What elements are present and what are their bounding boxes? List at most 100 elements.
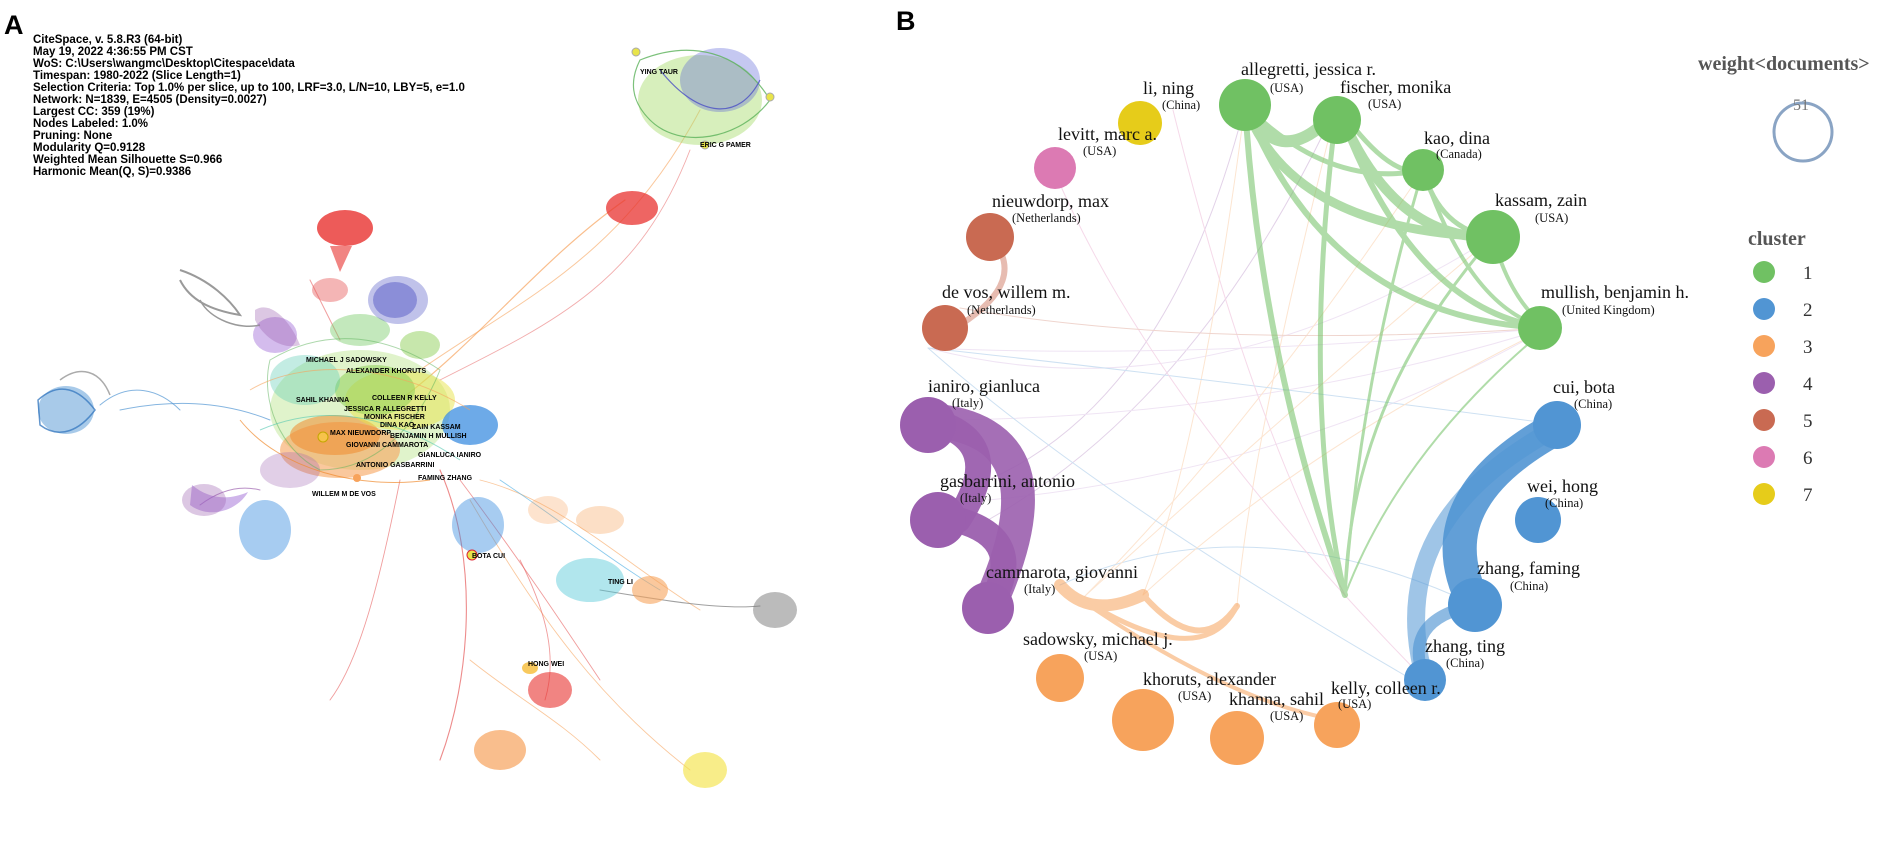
- red-cluster-upper-right: [606, 191, 658, 225]
- node-label: YING TAUR: [640, 69, 678, 76]
- panel-a-letter: A: [4, 10, 24, 40]
- node-country: (United Kingdom): [1562, 303, 1655, 317]
- orange-cluster-bottom: [474, 730, 526, 770]
- info-block: CiteSpace, v. 5.8.R3 (64-bit) May 19, 20…: [33, 34, 465, 178]
- node-label: SAHIL KHANNA: [296, 397, 349, 404]
- node-cammarota: [962, 582, 1014, 634]
- node-name: sadowsky, michael j.: [1023, 629, 1173, 649]
- node-label: BOTA CUI: [472, 553, 505, 560]
- cluster-label: 1: [1803, 263, 1813, 284]
- node-label: ANTONIO GASBARRINI: [356, 462, 434, 469]
- node-label: WILLEM M DE VOS: [312, 491, 376, 498]
- node-label: ERIC G PAMER: [700, 142, 751, 149]
- info-line: WoS: C:\Users\wangmc\Desktop\Citespace\d…: [33, 58, 295, 70]
- node-name: zhang, ting: [1425, 636, 1505, 656]
- info-line: Largest CC: 359 (19%): [33, 106, 155, 118]
- node-label: COLLEEN R KELLY: [372, 395, 437, 402]
- node-name: li, ning: [1143, 78, 1194, 98]
- node-nieuwdorp: [966, 213, 1014, 261]
- node-label: ALEXANDER KHORUTS: [346, 368, 426, 375]
- weight-circle: [1772, 101, 1834, 163]
- node-label: FAMING ZHANG: [418, 475, 473, 482]
- node-cui: [1533, 401, 1581, 449]
- node-name: de vos, willem m.: [942, 282, 1071, 302]
- node-country: (Netherlands): [967, 303, 1036, 317]
- weight-legend-title: weight<documents>: [1698, 53, 1870, 75]
- node-name: nieuwdorp, max: [992, 191, 1109, 211]
- panel-b-letter: B: [896, 6, 916, 36]
- cluster-1-links: [1239, 99, 1550, 598]
- left-blue-cluster: [37, 370, 111, 434]
- grey-cluster-right: [753, 592, 797, 628]
- node-kelly: [1314, 702, 1360, 748]
- cluster-swatch: [1753, 372, 1775, 394]
- cluster-swatch: [1753, 446, 1775, 468]
- node-label: GIANLUCA IANIRO: [418, 452, 482, 459]
- node-name: wei, hong: [1527, 476, 1598, 496]
- red-cluster-top: [317, 210, 373, 246]
- info-line: Timespan: 1980-2022 (Slice Length=1): [33, 70, 241, 82]
- node-name: kassam, zain: [1495, 190, 1587, 210]
- node-country: (USA): [1083, 144, 1116, 158]
- info-line: Network: N=1839, E=4505 (Density=0.0027): [33, 94, 267, 106]
- node-country: (USA): [1338, 697, 1371, 711]
- node-country: (USA): [1270, 709, 1303, 723]
- cluster-3-links: [1054, 579, 1339, 722]
- node-label: MAX NIEUWDORP: [330, 430, 391, 437]
- node-name: mullish, benjamin h.: [1541, 282, 1689, 302]
- cluster-swatch: [1753, 483, 1775, 505]
- cluster-label: 4: [1803, 374, 1813, 395]
- node-levitt: [1034, 147, 1076, 189]
- info-line: Pruning: None: [33, 130, 112, 142]
- node-name: kao, dina: [1424, 128, 1490, 148]
- node-label: DINA KAO: [380, 422, 415, 429]
- node-country: (USA): [1178, 689, 1211, 703]
- node-khoruts: [1112, 689, 1174, 751]
- node-name: fischer, monika: [1340, 77, 1451, 97]
- central-cluster: [239, 278, 498, 488]
- node-label: ZAIN KASSAM: [412, 424, 461, 431]
- node-country: (USA): [1535, 211, 1568, 225]
- node-name: khoruts, alexander: [1143, 669, 1276, 689]
- node-country: (Canada): [1436, 147, 1482, 161]
- node-country: (Italy): [1024, 582, 1055, 596]
- node-country: (USA): [1084, 649, 1117, 663]
- node-country: (USA): [1368, 97, 1401, 111]
- node-gasbarrini: [910, 492, 966, 548]
- info-line: CiteSpace, v. 5.8.R3 (64-bit): [33, 34, 183, 46]
- node-country: (China): [1545, 496, 1583, 510]
- node-name: allegretti, jessica r.: [1241, 59, 1376, 79]
- node-mullish: [1518, 306, 1562, 350]
- cluster-swatch: [1753, 409, 1775, 431]
- node-li: [1118, 101, 1162, 145]
- node-label: HONG WEI: [528, 661, 564, 668]
- cluster-label: 7: [1803, 485, 1813, 506]
- cluster-swatch: [1753, 298, 1775, 320]
- node-wei: [1515, 497, 1561, 543]
- purple-cluster-left: [190, 307, 300, 513]
- node-country: (Italy): [960, 491, 991, 505]
- node-name: khanna, sahil: [1229, 689, 1324, 709]
- node-kao: [1402, 149, 1444, 191]
- weight-value: 51: [1793, 97, 1809, 114]
- info-line: Selection Criteria: Top 1.0% per slice, …: [33, 82, 465, 94]
- teal-cluster: [556, 558, 624, 602]
- node-name: ianiro, gianluca: [928, 376, 1040, 396]
- node-country: (USA): [1270, 81, 1303, 95]
- node-country: (China): [1574, 397, 1612, 411]
- node-country: (China): [1446, 656, 1484, 670]
- node-label: TING LI: [608, 579, 633, 586]
- node-label: BENJAMIN H MULLISH: [390, 433, 467, 440]
- panel-a-network: A CiteSpace, v. 5.8.R3 (64-bit) May 19, …: [4, 10, 797, 788]
- node-devos: [922, 305, 968, 351]
- node-name: levitt, marc a.: [1058, 124, 1157, 144]
- node-name-labels: allegretti, jessica r. (USA) fischer, mo…: [928, 59, 1689, 723]
- cluster-label: 6: [1803, 448, 1813, 469]
- node-label: MONIKA FISCHER: [364, 414, 425, 421]
- node-khanna: [1210, 711, 1264, 765]
- cluster-swatch: [1753, 335, 1775, 357]
- node-allegretti: [1219, 79, 1271, 131]
- yellow-cluster-bottom: [683, 752, 727, 788]
